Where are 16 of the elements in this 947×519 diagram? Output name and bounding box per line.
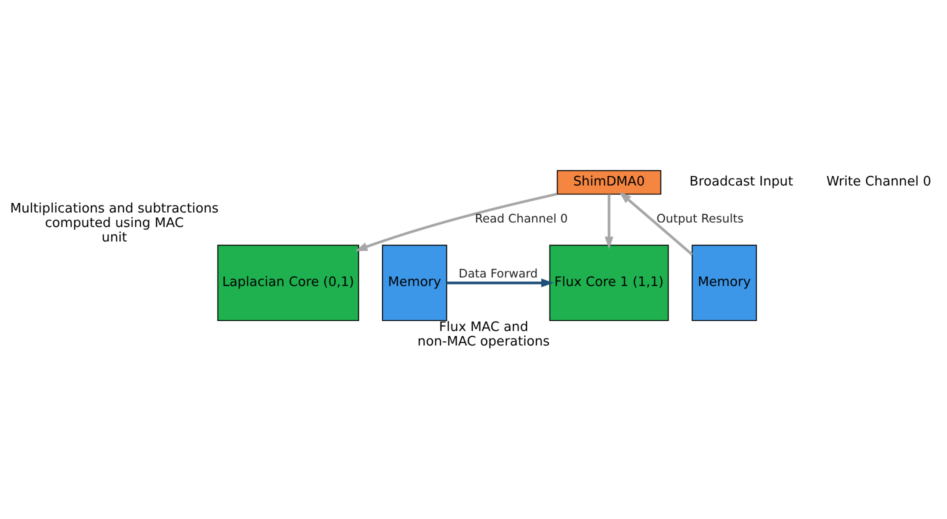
node-box: Memory: [382, 244, 448, 321]
arrow: [619, 191, 694, 256]
node-box: Flux Core 1 (1,1): [549, 244, 669, 321]
node-box: Laplacian Core (0,1): [217, 244, 360, 321]
label: Write Channel 0: [826, 174, 932, 190]
arrow: [355, 192, 558, 251]
arrow: [604, 194, 614, 249]
arrow: [446, 278, 554, 287]
node-label: Multiplications and subtractions computed using MAC unit: [10, 201, 219, 245]
node-label: Flux MAC and non-MAC operations: [418, 320, 550, 349]
edge-label: Data Forward: [458, 266, 538, 280]
label: Broadcast Input: [690, 174, 794, 190]
node-box: ShimDMA0: [556, 170, 662, 194]
node-box: Memory: [692, 244, 757, 321]
edge-label: Read Channel 0: [474, 211, 568, 226]
edge-label: Output Results: [656, 211, 744, 226]
